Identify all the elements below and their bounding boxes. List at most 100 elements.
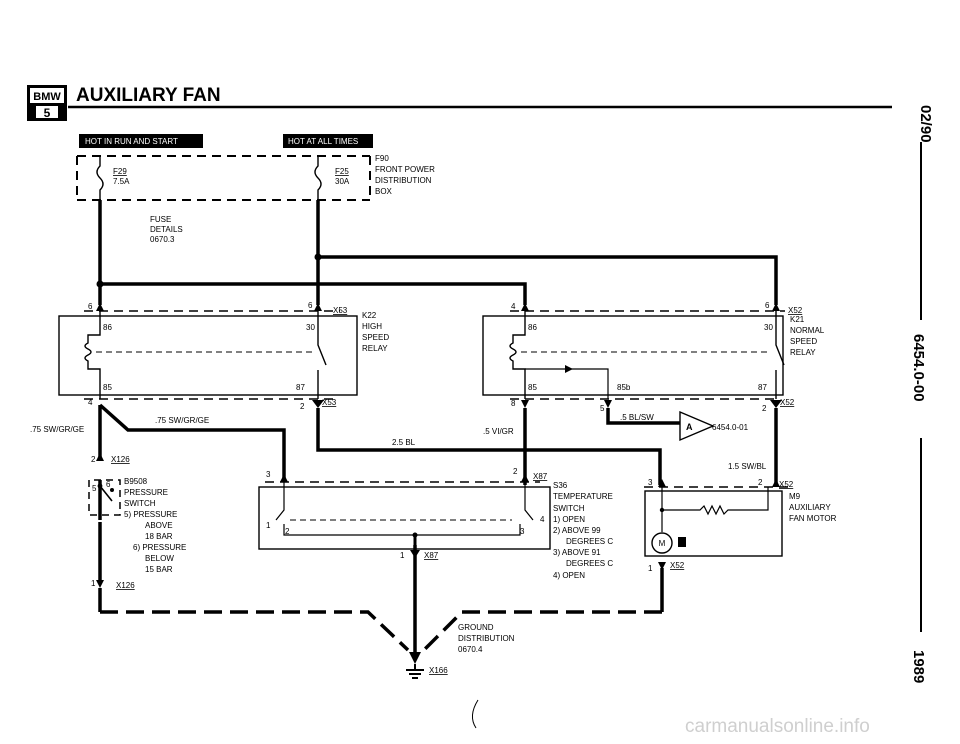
b9508-ref: B9508 — [124, 477, 148, 486]
b9508-note6b: BELOW — [145, 554, 174, 563]
k21-pin85: 85 — [528, 383, 537, 392]
k21-label3: RELAY — [790, 348, 816, 357]
s36-note4: 4) OPEN — [553, 571, 585, 580]
pin-label: 2 — [91, 455, 96, 464]
relay-k22 — [58, 315, 358, 396]
ground-label1: GROUND — [458, 623, 494, 632]
fuse-box-line2: DISTRIBUTION — [375, 176, 432, 185]
pressure-switch-b9508 — [88, 479, 121, 516]
k22-pin86: 86 — [103, 323, 112, 332]
pin-label: 3 — [520, 527, 525, 536]
ref-a-letter: A — [686, 422, 693, 432]
temperature-switch-s36 — [258, 486, 551, 550]
s36-note3b: DEGREES C — [566, 559, 613, 568]
fuse-f29-amp: 7.5A — [113, 177, 130, 186]
k21-pin30: 30 — [764, 323, 773, 332]
k21-label2: SPEED — [790, 337, 817, 346]
banner-run-start — [79, 134, 203, 148]
pin-label: 1 — [648, 564, 653, 573]
s36-note2: 2) ABOVE 99 — [553, 526, 601, 535]
k21-diode — [565, 365, 573, 373]
k21-pin85b: 85b — [617, 383, 631, 392]
side-code: 6454.0-00 — [910, 334, 927, 402]
pin-label: 6 — [308, 301, 313, 310]
watermark: carmanualsonline.info — [685, 716, 870, 737]
connector-x52-mid: X52 — [780, 398, 795, 407]
b9508-note5b: ABOVE — [145, 521, 173, 530]
side-year: 1989 — [910, 650, 927, 683]
motor-letter: M — [659, 539, 666, 548]
b9508-note5a: 5) PRESSURE — [124, 510, 177, 519]
k21-ref: K21 — [790, 315, 805, 324]
ground-bus — [100, 610, 662, 652]
banner-all-times — [283, 134, 373, 148]
s36-note2b: DEGREES C — [566, 537, 613, 546]
fuse-box-f90 — [76, 155, 371, 201]
fuse-f25-amp: 30A — [335, 177, 350, 186]
connector-x52-top: X52 — [788, 306, 803, 315]
b9508-label2: SWITCH — [124, 499, 156, 508]
s36-label1: TEMPERATURE — [553, 492, 613, 501]
wire-label-5bl: .5 BL/SW — [620, 413, 654, 422]
k21-label1: NORMAL — [790, 326, 825, 335]
s36-note3: 3) ABOVE 91 — [553, 548, 601, 557]
pin-label: 5 — [92, 484, 97, 493]
k21-switch — [775, 311, 785, 399]
b9508-note5c: 18 BAR — [145, 532, 173, 541]
fuse-f29 — [96, 156, 104, 200]
k21-pin87: 87 — [758, 383, 767, 392]
page-title: AUXILIARY FAN — [76, 85, 221, 106]
s36-note1: 1) OPEN — [553, 515, 585, 524]
connector-x126-bottom: X126 — [116, 581, 135, 590]
k22-pin85: 85 — [103, 383, 112, 392]
fan-motor-m9 — [644, 490, 783, 557]
banner-run-start-label: HOT IN RUN AND START — [85, 137, 178, 146]
connector-x52-motor: X52 — [670, 561, 685, 570]
fuse-box-line1: FRONT POWER — [375, 165, 435, 174]
wire-label-75-a: .75 SW/GR/GE — [155, 416, 209, 425]
k21-coil — [509, 311, 526, 399]
logo-text: BMW — [33, 91, 61, 103]
wire-label-15: 1.5 SW/BL — [728, 462, 767, 471]
m9-label2: FAN MOTOR — [789, 514, 837, 523]
wire-label-25: 2.5 BL — [392, 438, 416, 447]
pin-label: 1 — [266, 521, 271, 530]
connector-x87-bottom: X87 — [424, 551, 439, 560]
ref-a-text: 6454.0-01 — [712, 423, 749, 432]
pin-label: 1 — [400, 551, 405, 560]
pin-label: 4 — [88, 398, 93, 407]
fuse-f25-label: F25 — [335, 167, 349, 176]
connector-x53-bottom: X53 — [322, 398, 337, 407]
pin-label: 2 — [758, 478, 763, 487]
connector-x52-bottom: X52 — [779, 480, 794, 489]
relay-k21 — [482, 315, 784, 396]
b9508-note6c: 15 BAR — [145, 565, 173, 574]
connector-x87-top: X87 — [533, 472, 548, 481]
k22-coil — [84, 311, 101, 399]
pin-label: 6 — [765, 301, 770, 310]
k22-label1: HIGH — [362, 322, 382, 331]
fuse-f29-label: F29 — [113, 167, 127, 176]
m9-label1: AUXILIARY — [789, 503, 831, 512]
pin-label: 3 — [266, 470, 271, 479]
side-strip: 02/90 6454.0-00 1989 — [910, 105, 934, 683]
fuse-details-2: DETAILS — [150, 225, 183, 234]
banner-all-times-label: HOT AT ALL TIMES — [288, 137, 358, 146]
pin-label: 8 — [511, 399, 516, 408]
pin-label: 2 — [285, 527, 290, 536]
pin-label: 6 — [106, 480, 111, 489]
ground-label2: DISTRIBUTION — [458, 634, 515, 643]
b9508-note6a: 6) PRESSURE — [133, 543, 186, 552]
side-date: 02/90 — [917, 105, 934, 143]
k22-switch — [317, 311, 327, 399]
main-wires — [98, 403, 778, 645]
fuse-details-1: FUSE — [150, 215, 171, 224]
k21-pin86: 86 — [528, 323, 537, 332]
fuse-f25 — [314, 156, 322, 200]
k22-ref: K22 — [362, 311, 377, 320]
pin-label: 2 — [513, 467, 518, 476]
k22-label3: RELAY — [362, 344, 388, 353]
logo-model: 5 — [44, 106, 51, 120]
ground-icon — [406, 664, 424, 679]
